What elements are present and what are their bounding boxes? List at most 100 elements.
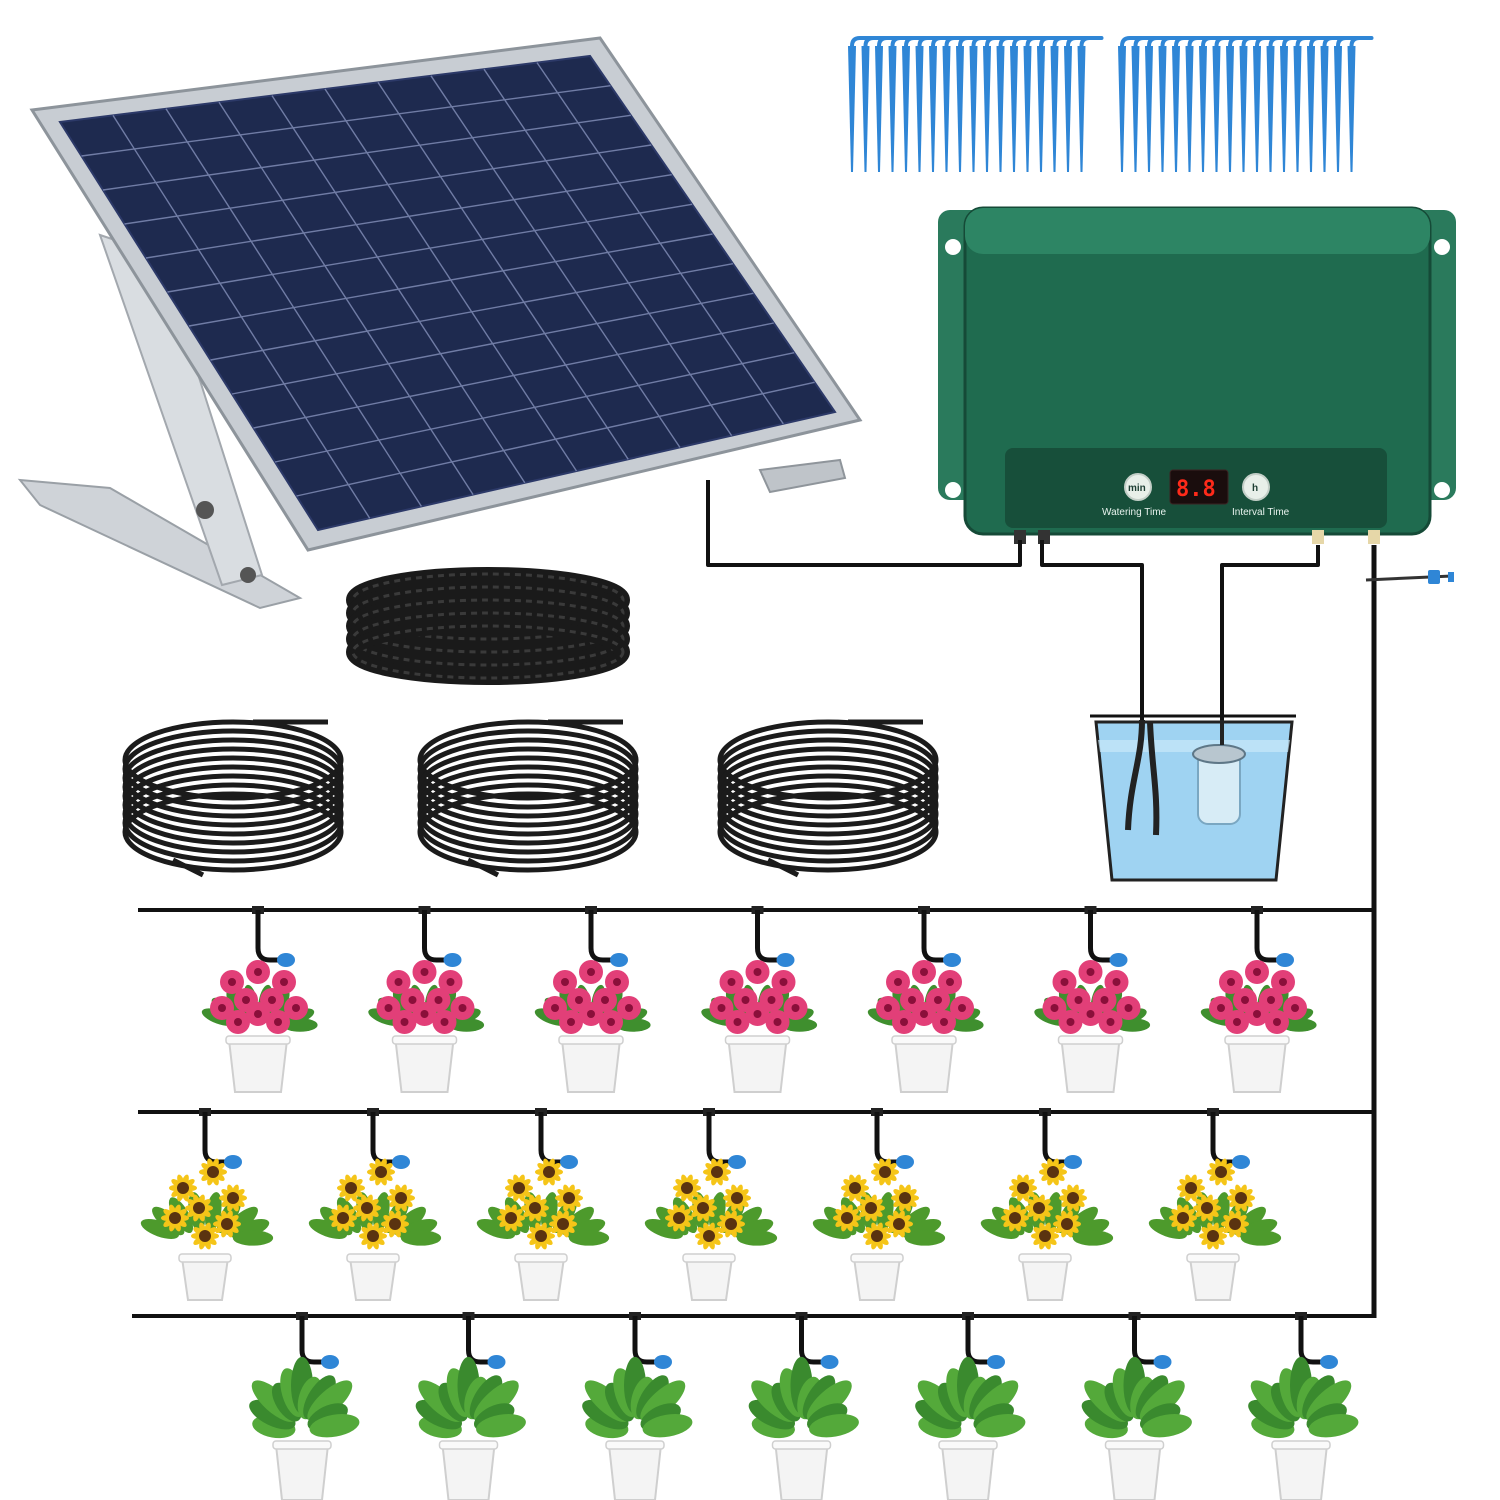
watering-time-caption: Watering Time (1102, 507, 1167, 518)
dripper-stake (1253, 36, 1279, 172)
mount-hole (945, 239, 961, 255)
solar-panel (17, 36, 863, 610)
flower-pot (727, 1039, 788, 1093)
dripper-stake (1226, 36, 1252, 172)
led-display-value: 8.8 (1176, 477, 1216, 502)
dripper-stake (1266, 36, 1293, 172)
bucket-body (1094, 720, 1294, 882)
planting-row (249, 1312, 1359, 1500)
dripper-stake (1320, 36, 1347, 172)
mount-hole (945, 482, 961, 498)
port-connector (1014, 530, 1026, 544)
port-connector (1312, 530, 1324, 544)
dripper-stake (983, 36, 1009, 172)
flower-pot (774, 1444, 829, 1500)
dripper-emitter (418, 906, 462, 967)
pink-petunia (867, 906, 984, 1093)
dripper-emitter (871, 1108, 914, 1169)
dripper-stake (1010, 36, 1036, 172)
tubing-coils (122, 719, 939, 878)
flower-pot (227, 1039, 289, 1093)
sunflower (980, 1108, 1114, 1301)
dripper-emitter (535, 1108, 578, 1169)
planting-rows (140, 906, 1359, 1500)
pink-petunia (1200, 906, 1317, 1093)
dripper-stake (915, 36, 942, 172)
dripper-stake (875, 36, 901, 172)
pink-petunia (534, 906, 651, 1093)
dripper-emitter (585, 906, 628, 967)
end-valve (1365, 570, 1454, 584)
dripper-stake (861, 36, 888, 172)
interval-time-button[interactable] (1242, 473, 1270, 501)
water-bucket (1090, 714, 1296, 882)
green-foliage-plant (1248, 1312, 1359, 1500)
pump-cable (1040, 540, 1144, 720)
dripper-stake (1118, 36, 1144, 172)
dripper-stake (1023, 36, 1050, 172)
dripper-stake (1158, 36, 1185, 172)
flower-pot (560, 1039, 622, 1093)
dripper-stake (1199, 36, 1225, 172)
panel-stand-foot (758, 458, 847, 494)
dripper-stake (942, 36, 969, 172)
dripper-stake (929, 36, 955, 172)
dripper-stake-bundle (848, 36, 1104, 172)
sunflower (308, 1108, 442, 1301)
flower-pot (940, 1444, 996, 1500)
dripper-emitter (367, 1108, 410, 1169)
pump-controller: 8.8 min Watering Time h Interval Time (938, 206, 1456, 544)
flower-pot (1060, 1039, 1121, 1093)
dripper-stake (1185, 36, 1212, 172)
led-display (1169, 469, 1229, 505)
flower-pot (607, 1444, 663, 1500)
dripper-stake (996, 36, 1023, 172)
dripper-stake (1172, 36, 1198, 172)
planting-row (140, 1108, 1282, 1301)
stand-bolt (240, 567, 256, 583)
flower-pot (274, 1444, 330, 1500)
stand-bolt (196, 501, 214, 519)
flower-pot (348, 1257, 398, 1301)
green-foliage-plant (249, 1312, 360, 1500)
dripper-emitter (252, 906, 295, 967)
pump-hose (1125, 719, 1145, 831)
dripper-stake (902, 36, 928, 172)
sunflower (644, 1108, 778, 1301)
sunflower (140, 1108, 274, 1301)
dripper-stake (1334, 36, 1360, 172)
flower-pot (441, 1444, 496, 1500)
watering-time-button-label: min (1128, 483, 1146, 494)
pump-cap (1192, 744, 1246, 764)
dripper-stake (1293, 36, 1320, 172)
pump-hose (1147, 721, 1160, 836)
flower-pot (1188, 1257, 1238, 1301)
dripper-stake (1239, 36, 1266, 172)
sunflower (476, 1108, 610, 1301)
dripper-stake (1347, 36, 1374, 172)
dripper-emitter (1207, 1108, 1250, 1169)
dripper-emitter (1251, 906, 1294, 967)
dripper-stake (1280, 36, 1306, 172)
green-foliage-plant (1081, 1312, 1192, 1500)
dripper-emitter (918, 906, 961, 967)
pink-petunia (701, 906, 818, 1093)
dripper-stake (1050, 36, 1077, 172)
garden-hose-coil (346, 567, 630, 685)
dripper-stake (1212, 36, 1239, 172)
dripper-emitter (1039, 1108, 1082, 1169)
dripper-emitter (751, 906, 795, 967)
flower-pot (516, 1257, 566, 1301)
panel-stand (17, 478, 303, 610)
controller-lid-shade (965, 208, 1430, 254)
watering-time-button[interactable] (1124, 473, 1152, 501)
sunflower (812, 1108, 946, 1301)
dripper-stake (1145, 36, 1171, 172)
interval-time-button-label: h (1252, 483, 1258, 494)
tubing-coil (122, 719, 344, 878)
pink-petunia (368, 906, 485, 1093)
panel-cells (58, 54, 837, 532)
mount-hole (1434, 239, 1450, 255)
green-foliage-plant (415, 1312, 526, 1500)
dripper-stake (1064, 36, 1090, 172)
